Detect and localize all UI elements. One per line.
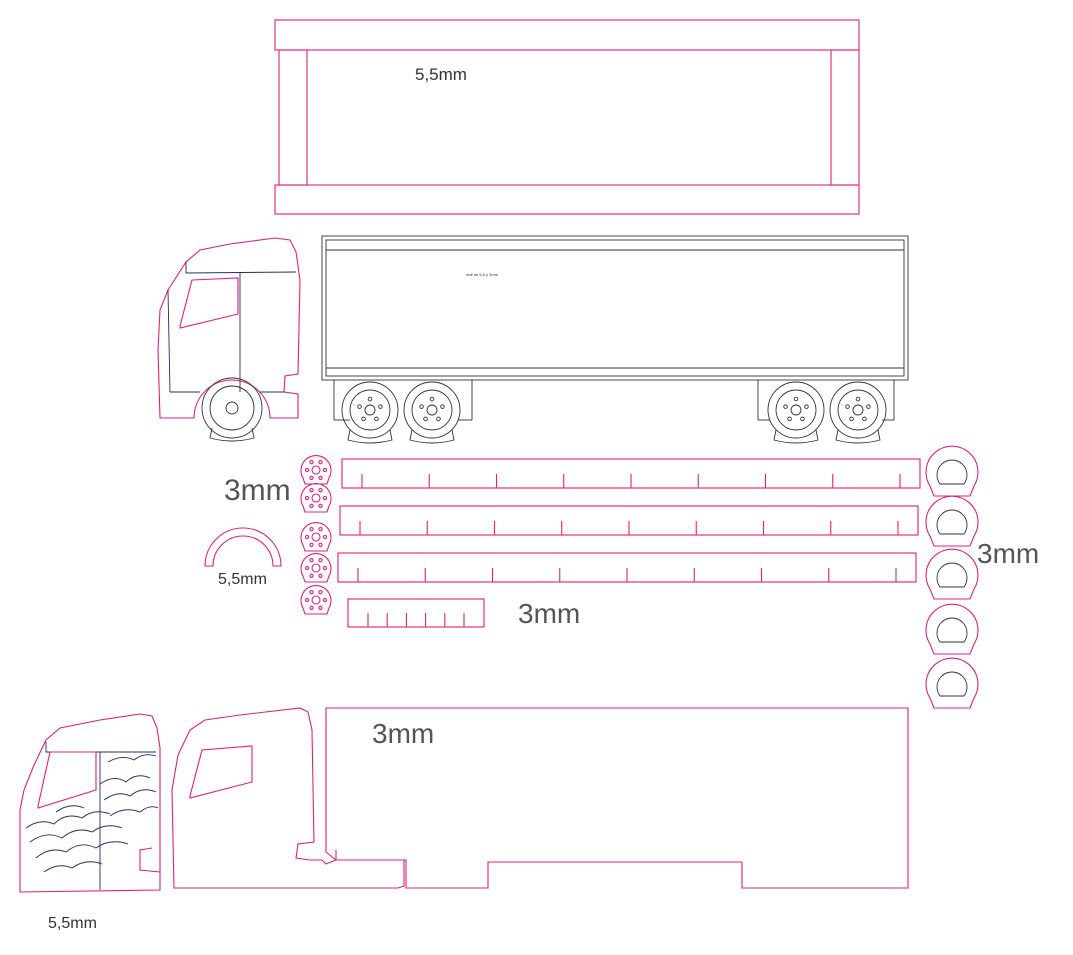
wheel-ring-pieces — [925, 445, 979, 709]
slotted-strip — [337, 552, 917, 583]
trailer-wheel — [403, 381, 461, 444]
flame-decoration — [25, 754, 159, 873]
label-wheels-right: 3mm — [977, 538, 1039, 569]
slotted-strip — [347, 598, 485, 628]
hub-disc — [300, 584, 332, 615]
wheel-ring — [925, 445, 979, 497]
slotted-strips — [337, 458, 921, 628]
label-strips-bottom: 3mm — [518, 598, 580, 629]
hub-disc — [300, 521, 332, 552]
hub-disc — [300, 454, 332, 485]
label-fender: 5,5mm — [218, 571, 267, 588]
cab-flames-panel — [19, 713, 161, 893]
label-cab-bottom: 5,5mm — [48, 915, 97, 932]
label-strips-left: 3mm — [224, 474, 291, 507]
top-frame-panel — [274, 19, 860, 215]
wheel-ring — [925, 495, 979, 547]
wheel-hub-pieces — [300, 454, 332, 615]
trailer-wheel — [829, 381, 887, 444]
label-trailer-note: mdf de 5,5 y 3mm — [466, 272, 499, 277]
trailer-wheel — [767, 381, 825, 444]
cab-trailer-side-panel — [171, 707, 909, 889]
cab-side-view — [157, 237, 301, 442]
slotted-strip — [341, 458, 921, 489]
trailer-wheel — [341, 381, 399, 444]
trailer-wheels — [341, 381, 887, 444]
label-side-panel: 3mm — [372, 718, 434, 749]
wheel-ring — [925, 657, 979, 709]
hub-disc — [300, 482, 332, 513]
label-top-panel: 5,5mm — [415, 65, 467, 84]
hub-disc — [300, 552, 332, 583]
slotted-strip — [339, 505, 919, 536]
fender-arch-piece — [204, 527, 282, 567]
trailer-side-view — [321, 235, 909, 421]
wheel-ring — [925, 603, 979, 655]
wheel-ring — [925, 548, 979, 600]
